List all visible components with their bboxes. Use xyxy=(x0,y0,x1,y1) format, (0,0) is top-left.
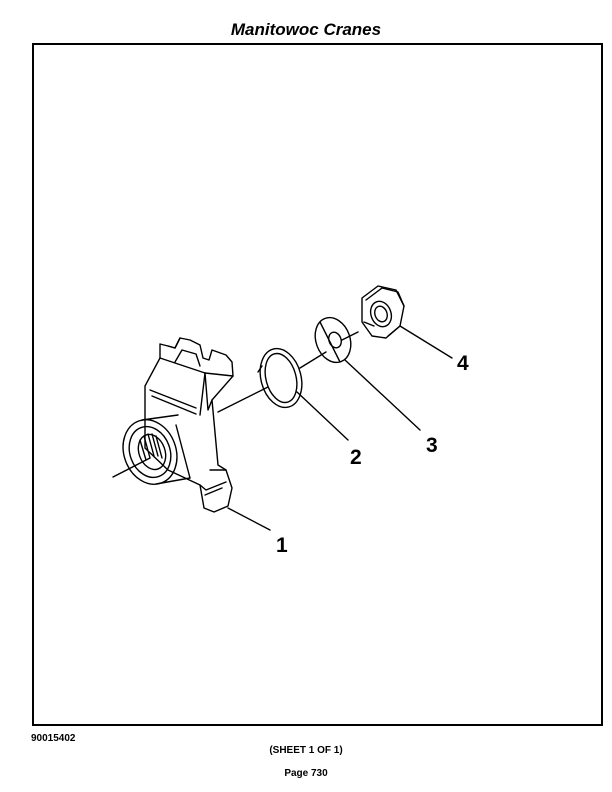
sheet-indicator: (SHEET 1 OF 1) xyxy=(269,745,343,756)
callout-2: 2 xyxy=(350,446,362,469)
callout-3: 3 xyxy=(426,434,438,457)
part-3-washer xyxy=(314,316,421,431)
part-4-nut xyxy=(361,285,453,359)
page-number: Page 730 xyxy=(284,768,328,779)
callout-4: 4 xyxy=(457,352,469,375)
drawing-frame xyxy=(32,43,603,726)
callout-1: 1 xyxy=(276,534,288,557)
drawing-number: 90015402 xyxy=(31,733,76,744)
part-1-bracket xyxy=(112,331,359,531)
part-2-snap-ring xyxy=(257,347,349,441)
page-header-title: Manitowoc Cranes xyxy=(230,20,382,39)
